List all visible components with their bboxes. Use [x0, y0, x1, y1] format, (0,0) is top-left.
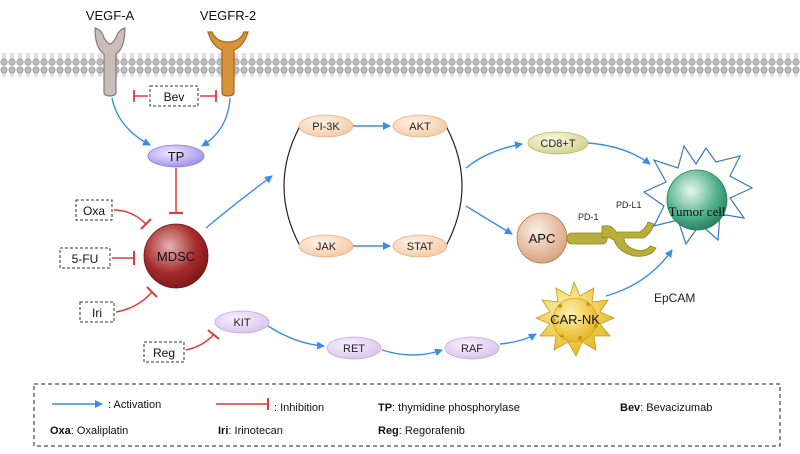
- cd8t-to-tumor-arrow: [587, 142, 651, 165]
- legend-oxa-abbr: Oxa: [50, 425, 72, 437]
- bev-box: [149, 85, 199, 107]
- reg-label: Reg: [153, 346, 175, 360]
- ret-to-raf-arrow: [381, 348, 443, 357]
- vegfr2-label: VEGFR-2: [200, 8, 256, 23]
- kit-to-ret-arrow: [267, 325, 325, 350]
- pd1-pdl1-icon: [566, 221, 657, 257]
- pi3k-label: PI-3K: [312, 121, 340, 133]
- to-apc-arrow: [465, 205, 513, 235]
- mdsc-to-branch-arrow: [205, 175, 273, 229]
- fu-box: [59, 247, 111, 269]
- mdsc-label: MDSC: [157, 249, 195, 264]
- right-bracket: [445, 125, 463, 247]
- carnk-label: CAR-NK: [550, 312, 600, 327]
- oxa-box: [75, 199, 113, 221]
- raf-to-carnk-arrow: [499, 333, 537, 345]
- tp-node: [147, 144, 205, 168]
- iri-inhibit-line: [115, 291, 153, 313]
- bev-inhibition: [133, 90, 217, 102]
- epcam-label: EpCAM: [654, 291, 695, 305]
- oxa-inhibit-line: [113, 209, 147, 225]
- legend-bev-abbr: Bev: [620, 402, 641, 414]
- iri-label: Iri: [92, 306, 102, 320]
- vegfa-to-tp-arrow: [111, 97, 151, 146]
- vegfa-label: VEGF-A: [86, 8, 135, 23]
- legend-iri-abbr: Iri: [218, 425, 228, 437]
- legend-bev-full: : Bevacizumab: [640, 402, 712, 414]
- jak-label: JAK: [316, 241, 337, 253]
- ret-label: RET: [343, 343, 365, 355]
- legend-box: [33, 383, 781, 447]
- oxa-inhibit-bar: [140, 218, 152, 230]
- kit-node: [214, 310, 270, 334]
- vegfr2-to-tp-arrow: [201, 97, 231, 147]
- to-cd8t-arrow: [465, 141, 523, 169]
- reg-box: [143, 341, 185, 363]
- legend-bev: Bev: Bevacizumab: [620, 402, 712, 414]
- carnk-dots: [552, 302, 598, 340]
- reg-inhibit-bar: [207, 329, 220, 340]
- cd8t-label: CD8+T: [540, 138, 575, 150]
- pdl1-label: PD-L1: [616, 200, 642, 210]
- pd1-label: PD-1: [578, 212, 599, 222]
- reg-inhibit-line: [185, 333, 215, 351]
- tumor-label: Tumor cell: [669, 204, 726, 219]
- legend-tp: TP: thymidine phosphorylase: [378, 402, 520, 414]
- legend-iri: Iri: Irinotecan: [218, 425, 283, 437]
- tp-label: TP: [168, 149, 185, 164]
- left-bracket: [283, 125, 301, 247]
- kit-label: KIT: [233, 317, 250, 329]
- bev-label: Bev: [164, 90, 185, 104]
- akt-label: AKT: [409, 121, 431, 133]
- akt-node: [392, 114, 448, 138]
- mdsc-node: [143, 223, 209, 289]
- raf-node: [444, 336, 500, 360]
- legend-oxa: Oxa: Oxaliplatin: [50, 425, 128, 437]
- vegfr2-receptor-icon: [207, 31, 249, 97]
- legend-tp-full: : thymidine phosphorylase: [392, 402, 520, 414]
- apc-label: APC: [529, 231, 556, 246]
- legend-tp-abbr: TP: [378, 402, 392, 414]
- carnk-to-tumor-arrow: [605, 249, 673, 297]
- stat-label: STAT: [407, 241, 434, 253]
- legend-reg-abbr: Reg: [378, 425, 399, 437]
- legend-activation-label: : Activation: [108, 399, 161, 411]
- iri-inhibit-bar: [146, 286, 158, 298]
- iri-box: [79, 301, 115, 323]
- legend-reg-full: : Regorafenib: [399, 425, 465, 437]
- legend-inhibition-label: : Inhibition: [274, 402, 324, 414]
- legend-reg: Reg: Regorafenib: [378, 425, 465, 437]
- oxa-label: Oxa: [83, 204, 105, 218]
- legend-oxa-full: : Oxaliplatin: [71, 425, 128, 437]
- fu-label: 5-FU: [72, 252, 99, 266]
- legend-iri-full: : Irinotecan: [228, 425, 282, 437]
- cell-membrane: [0, 53, 800, 77]
- stat-node: [392, 234, 448, 258]
- tumor-cell-node: [666, 169, 728, 231]
- raf-label: RAF: [461, 343, 483, 355]
- vegfa-receptor-icon: [94, 27, 126, 97]
- ret-node: [326, 336, 382, 360]
